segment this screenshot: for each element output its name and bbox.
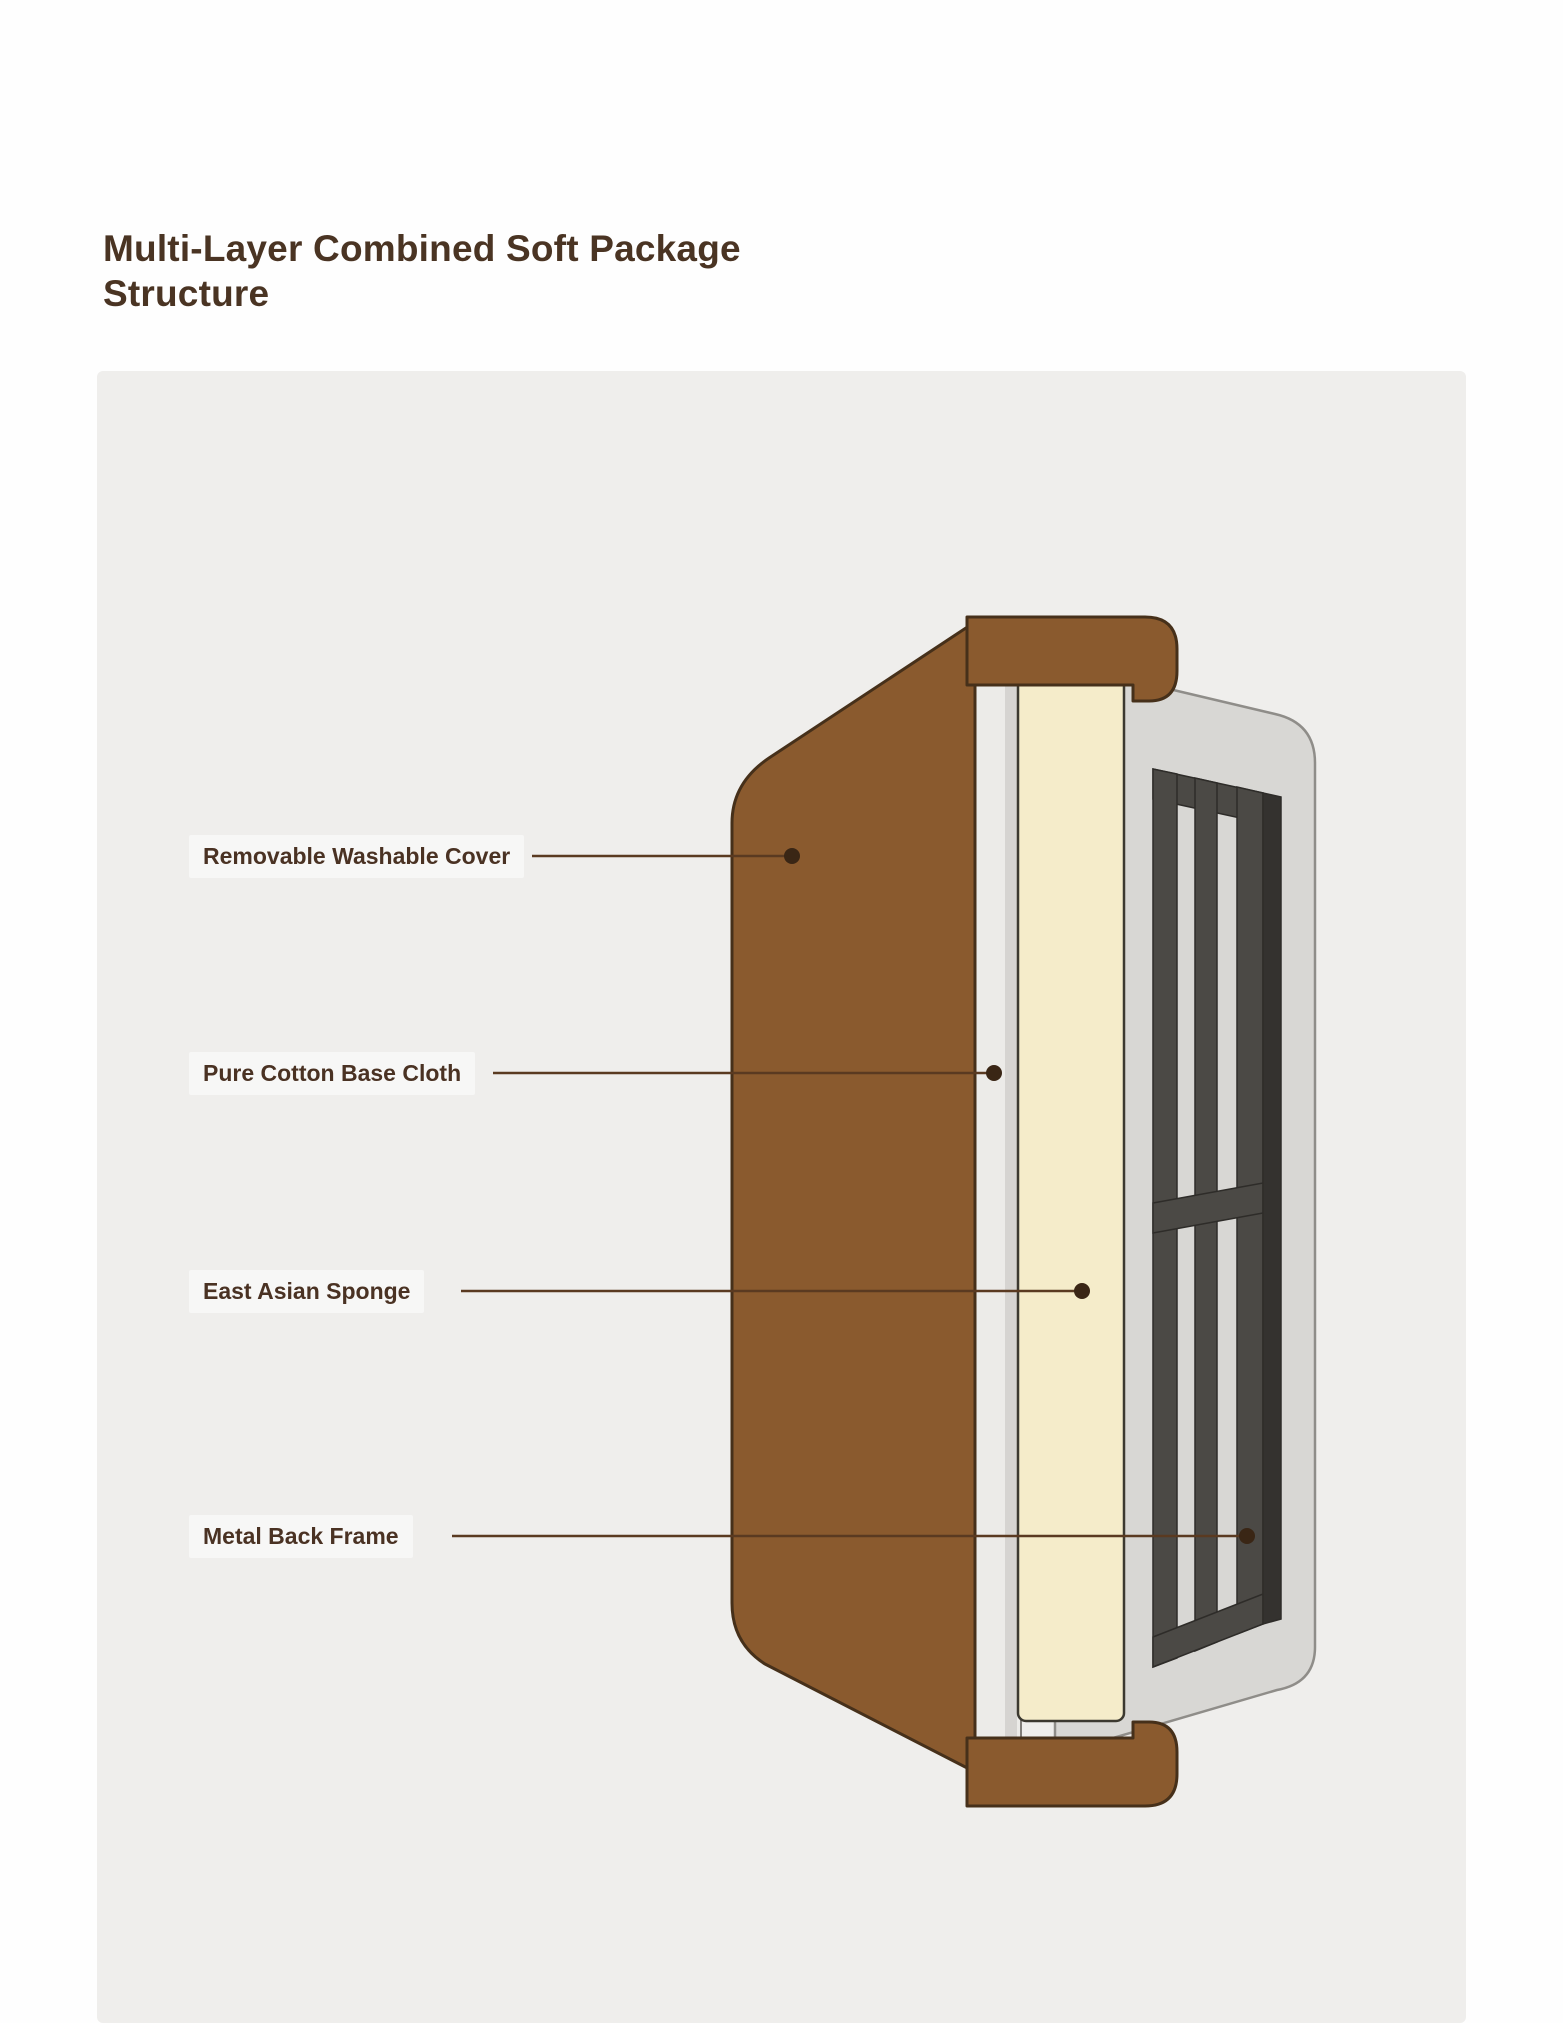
metal-frame-shape bbox=[1152, 768, 1264, 1669]
label-removable-washable-cover: Removable Washable Cover bbox=[189, 835, 525, 878]
pointer-dots bbox=[784, 848, 1255, 1544]
pointer-lines bbox=[452, 854, 1240, 1538]
diagram-panel: Removable Washable Cover Pure Cotton Bas… bbox=[97, 371, 1466, 2023]
sponge-shape bbox=[1016, 666, 1126, 1723]
structure-illustration bbox=[452, 615, 1317, 1808]
metal-frame-side-shade bbox=[1262, 792, 1282, 1625]
label-pure-cotton-base-cloth: Pure Cotton Base Cloth bbox=[189, 1052, 476, 1095]
base-cloth-shape bbox=[972, 655, 1022, 1745]
page-title: Multi-Layer Combined Soft Package Struct… bbox=[103, 228, 741, 315]
label-metal-back-frame: Metal Back Frame bbox=[189, 1515, 413, 1558]
cover-shape bbox=[730, 615, 1179, 1808]
label-east-asian-sponge: East Asian Sponge bbox=[189, 1270, 425, 1313]
